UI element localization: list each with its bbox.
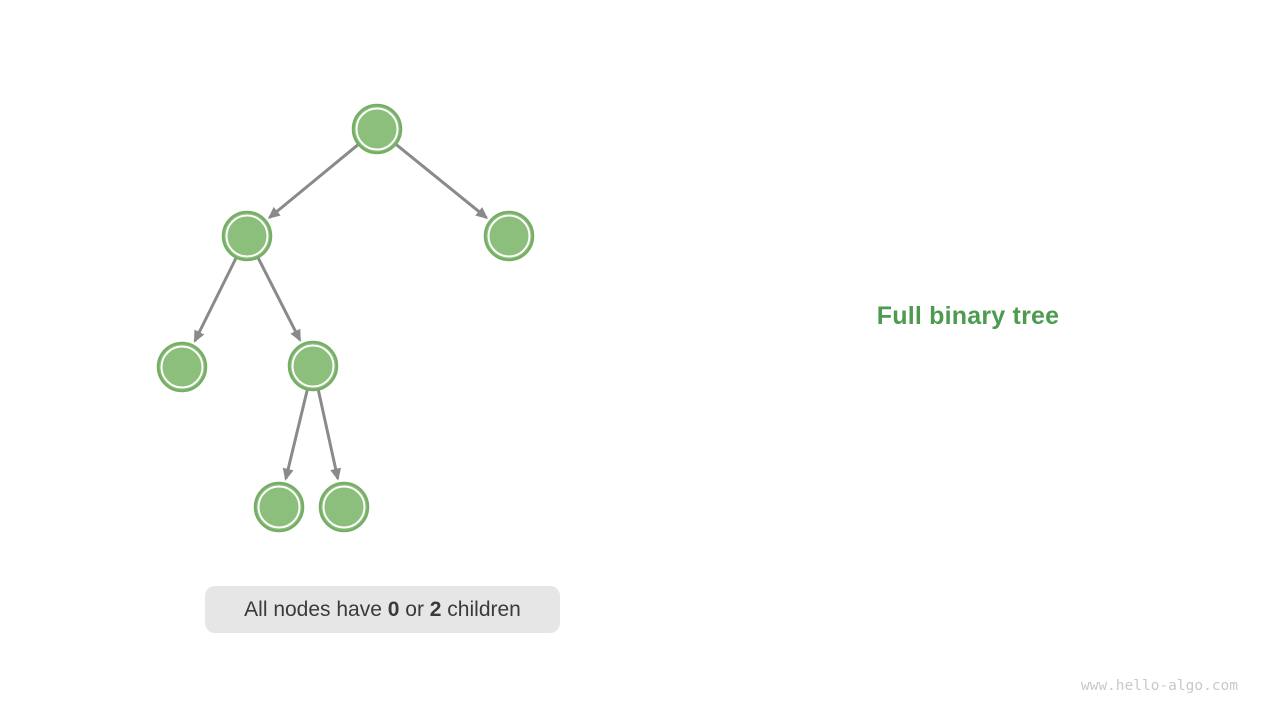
- tree-nodes: [156, 103, 535, 533]
- caption-bold-number: 0: [387, 597, 400, 621]
- tree-node: [287, 340, 339, 392]
- tree-node: [253, 481, 305, 533]
- tree-node: [221, 210, 273, 262]
- caption-pill: All nodes have 0 or 2 children: [205, 586, 560, 633]
- caption-text: or: [399, 597, 430, 621]
- watermark: www.hello-algo.com: [1080, 678, 1238, 694]
- tree-edge: [394, 142, 489, 219]
- tree-edge: [256, 256, 302, 342]
- tree-node: [483, 210, 535, 262]
- tree-edge: [316, 389, 342, 481]
- caption-text: children: [441, 597, 521, 621]
- tree-node: [318, 481, 370, 533]
- caption-text: All nodes have: [244, 597, 388, 621]
- tree-node: [156, 341, 208, 393]
- diagram-title: Full binary tree: [876, 302, 1060, 330]
- tree-edge: [267, 143, 360, 219]
- tree-edge: [282, 388, 309, 481]
- tree-node: [351, 103, 403, 155]
- caption-bold-number: 2: [429, 597, 442, 621]
- tree-edges: [193, 142, 489, 481]
- tree-edge: [193, 256, 238, 343]
